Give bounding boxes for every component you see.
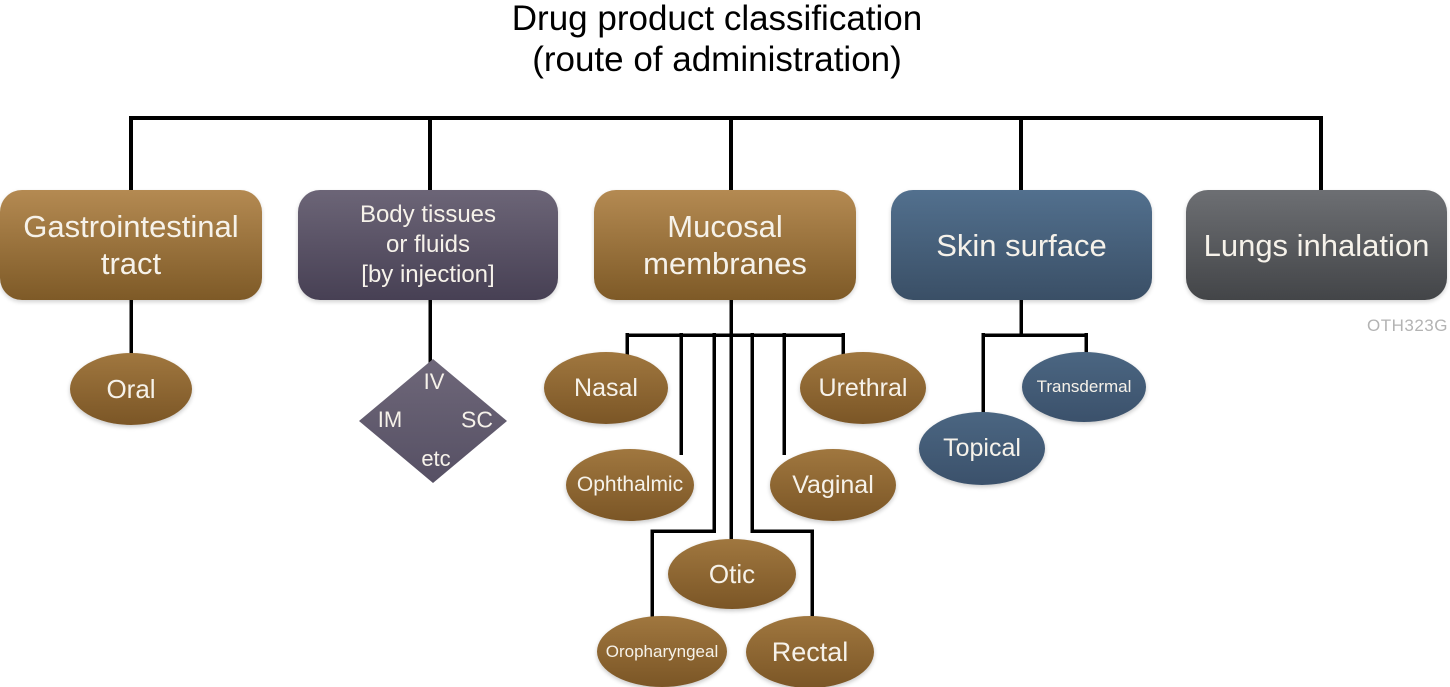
node-transdermal-label: Transdermal [1036,377,1132,396]
node-oropharyngeal-label: Oropharyngeal [605,641,719,661]
diagram-title-line2: (route of administration) [532,40,902,79]
node-oral: Oral [70,353,192,425]
node-rectal-label: Rectal [771,636,849,667]
node-vaginal: Vaginal [770,449,896,521]
node-lungs-inhalation: Lungs inhalation [1186,190,1447,300]
node-ophthalmic-label: Ophthalmic [576,473,684,496]
node-nasal: Nasal [544,352,668,424]
node-lungs-inhalation-label: Lungs inhalation [1203,227,1430,263]
node-otic: Otic [668,539,796,609]
node-oral-label: Oral [106,373,156,404]
node-etc-label: etc [421,446,451,471]
node-topical-label: Topical [943,434,1021,462]
diagram-title: Drug product classification (route of ad… [367,0,1067,80]
node-injection-diamond [359,359,507,483]
node-urethral: Urethral [800,352,926,424]
node-transdermal: Transdermal [1022,352,1146,422]
node-mucosal-membranes: Mucosal membranes [594,190,856,300]
node-iv-label: IV [423,369,445,394]
node-im-label: IM [377,407,403,432]
node-nasal-label: Nasal [574,373,638,402]
watermark-code: OTH323G [1367,316,1448,335]
node-body-tissues-line3: [by injection] [361,261,495,288]
node-gastrointestinal-tract: Gastrointestinal tract [0,190,262,300]
node-body-tissues-line2: or fluids [385,231,471,258]
node-skin-surface-label: Skin surface [936,227,1107,263]
node-body-tissues: Body tissues or fluids [by injection] [298,190,558,300]
node-skin-surface: Skin surface [891,190,1152,300]
node-mucosal-membranes-label: Mucosal membranes [643,209,807,281]
node-oropharyngeal: Oropharyngeal [597,616,727,687]
diagram-title-line1: Drug product classification [511,0,923,38]
node-rectal: Rectal [746,616,874,687]
node-body-tissues-line1: Body tissues [359,201,497,228]
node-topical: Topical [919,412,1045,485]
node-otic-label: Otic [708,558,756,589]
node-ophthalmic: Ophthalmic [566,449,694,521]
node-vaginal-label: Vaginal [792,470,874,499]
node-sc-label: SC [461,406,493,433]
node-urethral-label: Urethral [818,373,908,402]
node-gastrointestinal-tract-label: Gastrointestinal tract [23,209,239,281]
